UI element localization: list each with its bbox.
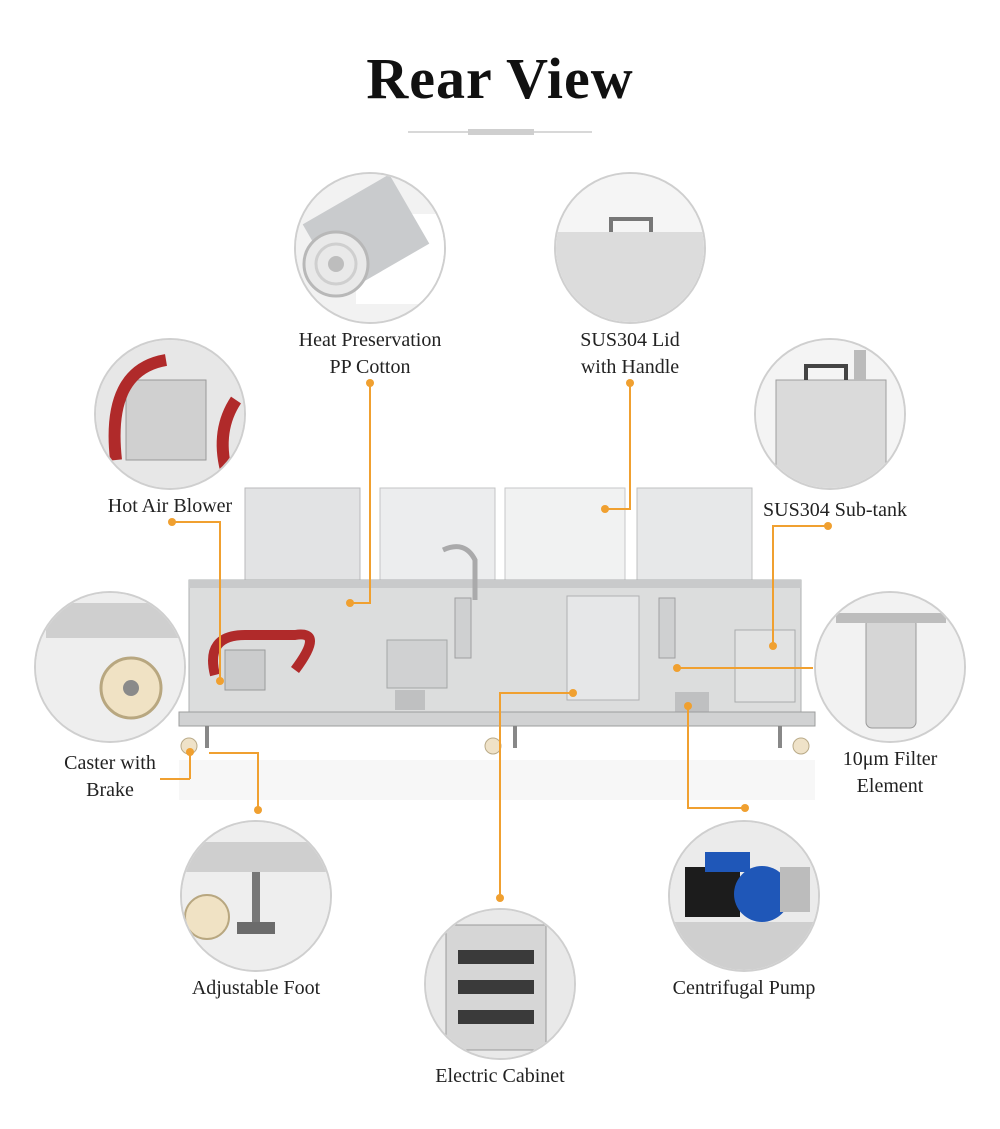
leader-blower-dot	[216, 677, 224, 685]
leader-foot-v	[257, 752, 259, 810]
caster-label: Caster with Brake	[64, 752, 156, 801]
electric-cabinet-label: Electric Cabinet	[435, 1065, 565, 1087]
machine-rear-illustration	[178, 487, 816, 800]
page-title: Rear View	[366, 46, 634, 111]
leader-caster-v	[189, 752, 191, 779]
leader-heat-top-dot	[366, 379, 374, 387]
lid-label: SUS304 Lid with Handle	[580, 329, 680, 378]
leader-foot-h	[209, 752, 259, 754]
title-divider-accent	[468, 129, 534, 135]
leader-heat-v	[369, 383, 371, 603]
caster-photo	[36, 593, 184, 741]
leader-heat-h	[350, 602, 371, 604]
leader-filter-dot	[673, 664, 681, 672]
leader-pump-h	[687, 807, 745, 809]
leader-caster-dot	[186, 748, 194, 756]
leader-cabinet-end-dot	[496, 894, 504, 902]
adjustable-foot-photo	[182, 822, 330, 970]
sub-tank-photo	[756, 340, 904, 488]
leader-caster-h	[160, 778, 190, 780]
heat-preservation-label: Heat Preservation PP Cotton	[298, 329, 442, 378]
adjustable-foot-label: Adjustable Foot	[191, 977, 321, 999]
leader-lid-h	[605, 508, 631, 510]
hot-air-blower-label: Hot Air Blower	[107, 495, 233, 517]
leader-subtank-start-dot	[824, 522, 832, 530]
heat-preservation-photo	[296, 174, 444, 322]
centrifugal-pump-label: Centrifugal Pump	[672, 977, 816, 999]
leader-lid-v	[629, 383, 631, 509]
leader-heat-dot	[346, 599, 354, 607]
filter-element-photo	[816, 593, 964, 741]
leader-subtank-h	[772, 525, 828, 527]
leader-pump-v	[687, 706, 689, 808]
leader-lid-dot	[601, 505, 609, 513]
leader-pump-end-dot	[741, 804, 749, 812]
centrifugal-pump-photo	[670, 822, 818, 970]
electric-cabinet-photo	[426, 910, 574, 1058]
leader-subtank-dot	[769, 642, 777, 650]
leader-blower-start-dot	[168, 518, 176, 526]
leader-cabinet-dot	[569, 689, 577, 697]
leader-cabinet-h	[499, 692, 573, 694]
filter-label: 10μm Filter Element	[842, 748, 938, 797]
leader-foot-dot	[254, 806, 262, 814]
leader-pump-dot	[684, 702, 692, 710]
leader-lid-top-dot	[626, 379, 634, 387]
leader-blower-h	[172, 521, 220, 523]
leader-filter-h	[677, 667, 813, 669]
sub-tank-label: SUS304 Sub-tank	[763, 499, 907, 521]
leader-cabinet-v	[499, 692, 501, 898]
hot-air-blower-photo	[96, 340, 244, 488]
leader-blower-v	[219, 521, 221, 681]
lid-photo	[556, 174, 704, 322]
leader-subtank-v	[772, 525, 774, 647]
